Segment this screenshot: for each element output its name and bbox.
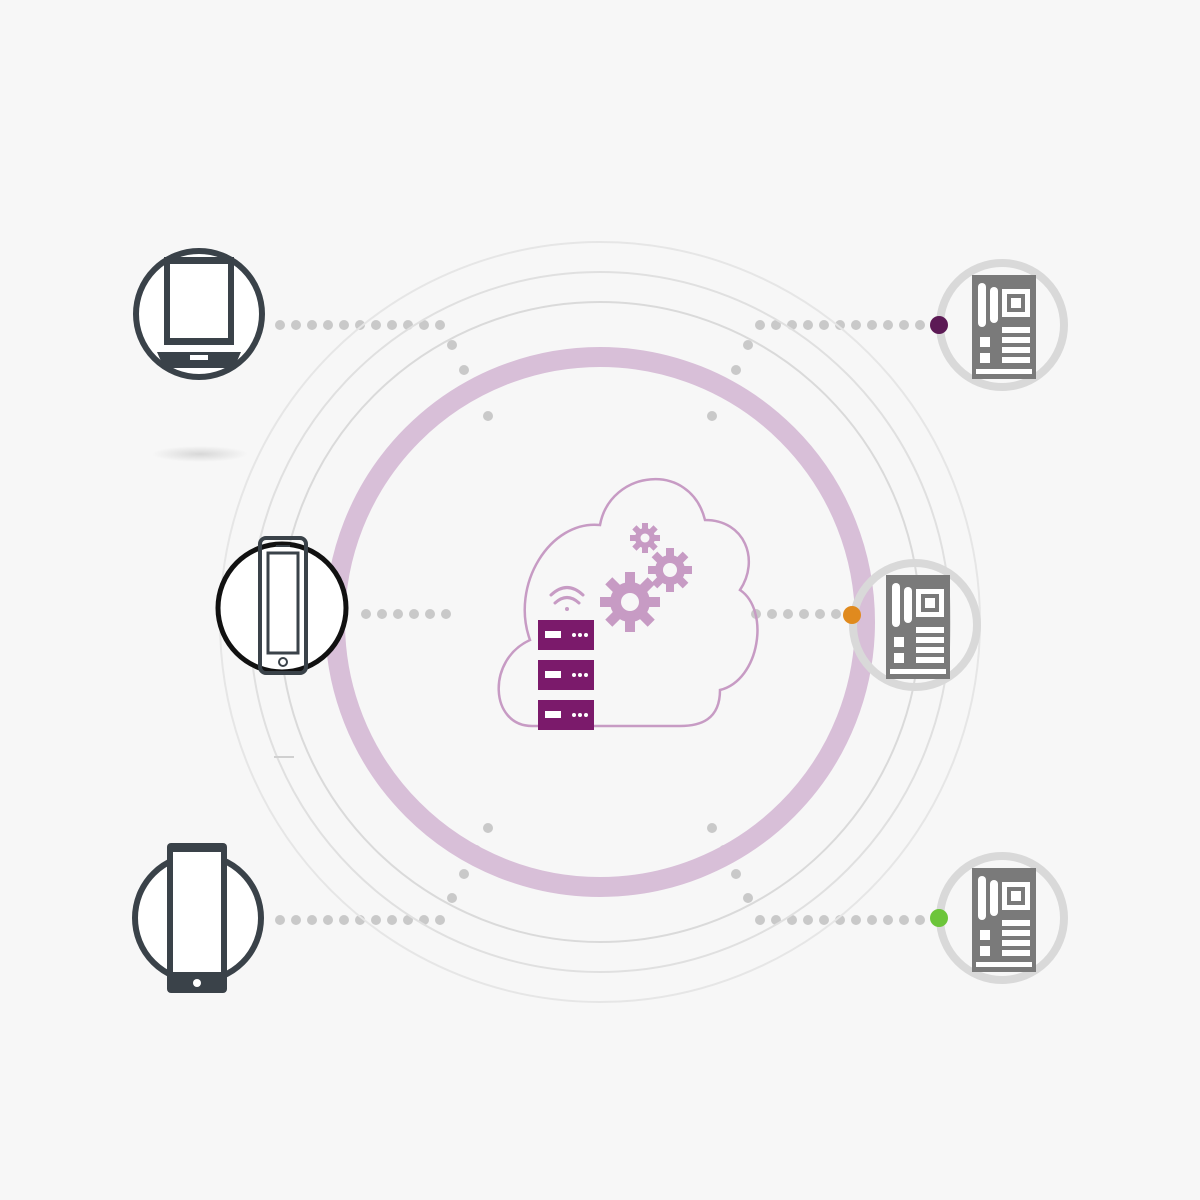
status-dot-top [930,316,948,334]
status-dot-bottom [930,909,948,927]
device-phone[interactable] [215,536,349,758]
server-icon [538,620,594,730]
connector-phone [361,609,451,619]
smartphone-icon [258,536,308,675]
right-boards [843,259,1068,984]
device-tablet[interactable] [132,843,264,993]
board-middle[interactable] [843,559,981,691]
tablet-icon [167,843,227,993]
hub-outer-ring-3 [279,301,921,943]
gears-icon [600,523,692,632]
left-devices [132,248,349,993]
board-bottom[interactable] [930,852,1068,984]
wifi-icon [549,586,585,611]
connector-dots [275,320,925,925]
hub-main-ring [325,347,875,897]
circuit-board-icon [972,275,1036,379]
circuit-board-icon [886,575,950,679]
board-top[interactable] [930,259,1068,391]
cloud-icon [497,477,759,728]
board-middle-ring [849,559,981,691]
hub-outer-ring-2 [249,271,951,973]
connector-board-bottom [707,823,925,925]
laptop-icon [157,257,241,368]
circuit-board-icon [972,868,1036,972]
device-laptop[interactable] [133,248,265,462]
status-dot-middle [843,606,861,624]
connector-board-middle [751,609,841,619]
